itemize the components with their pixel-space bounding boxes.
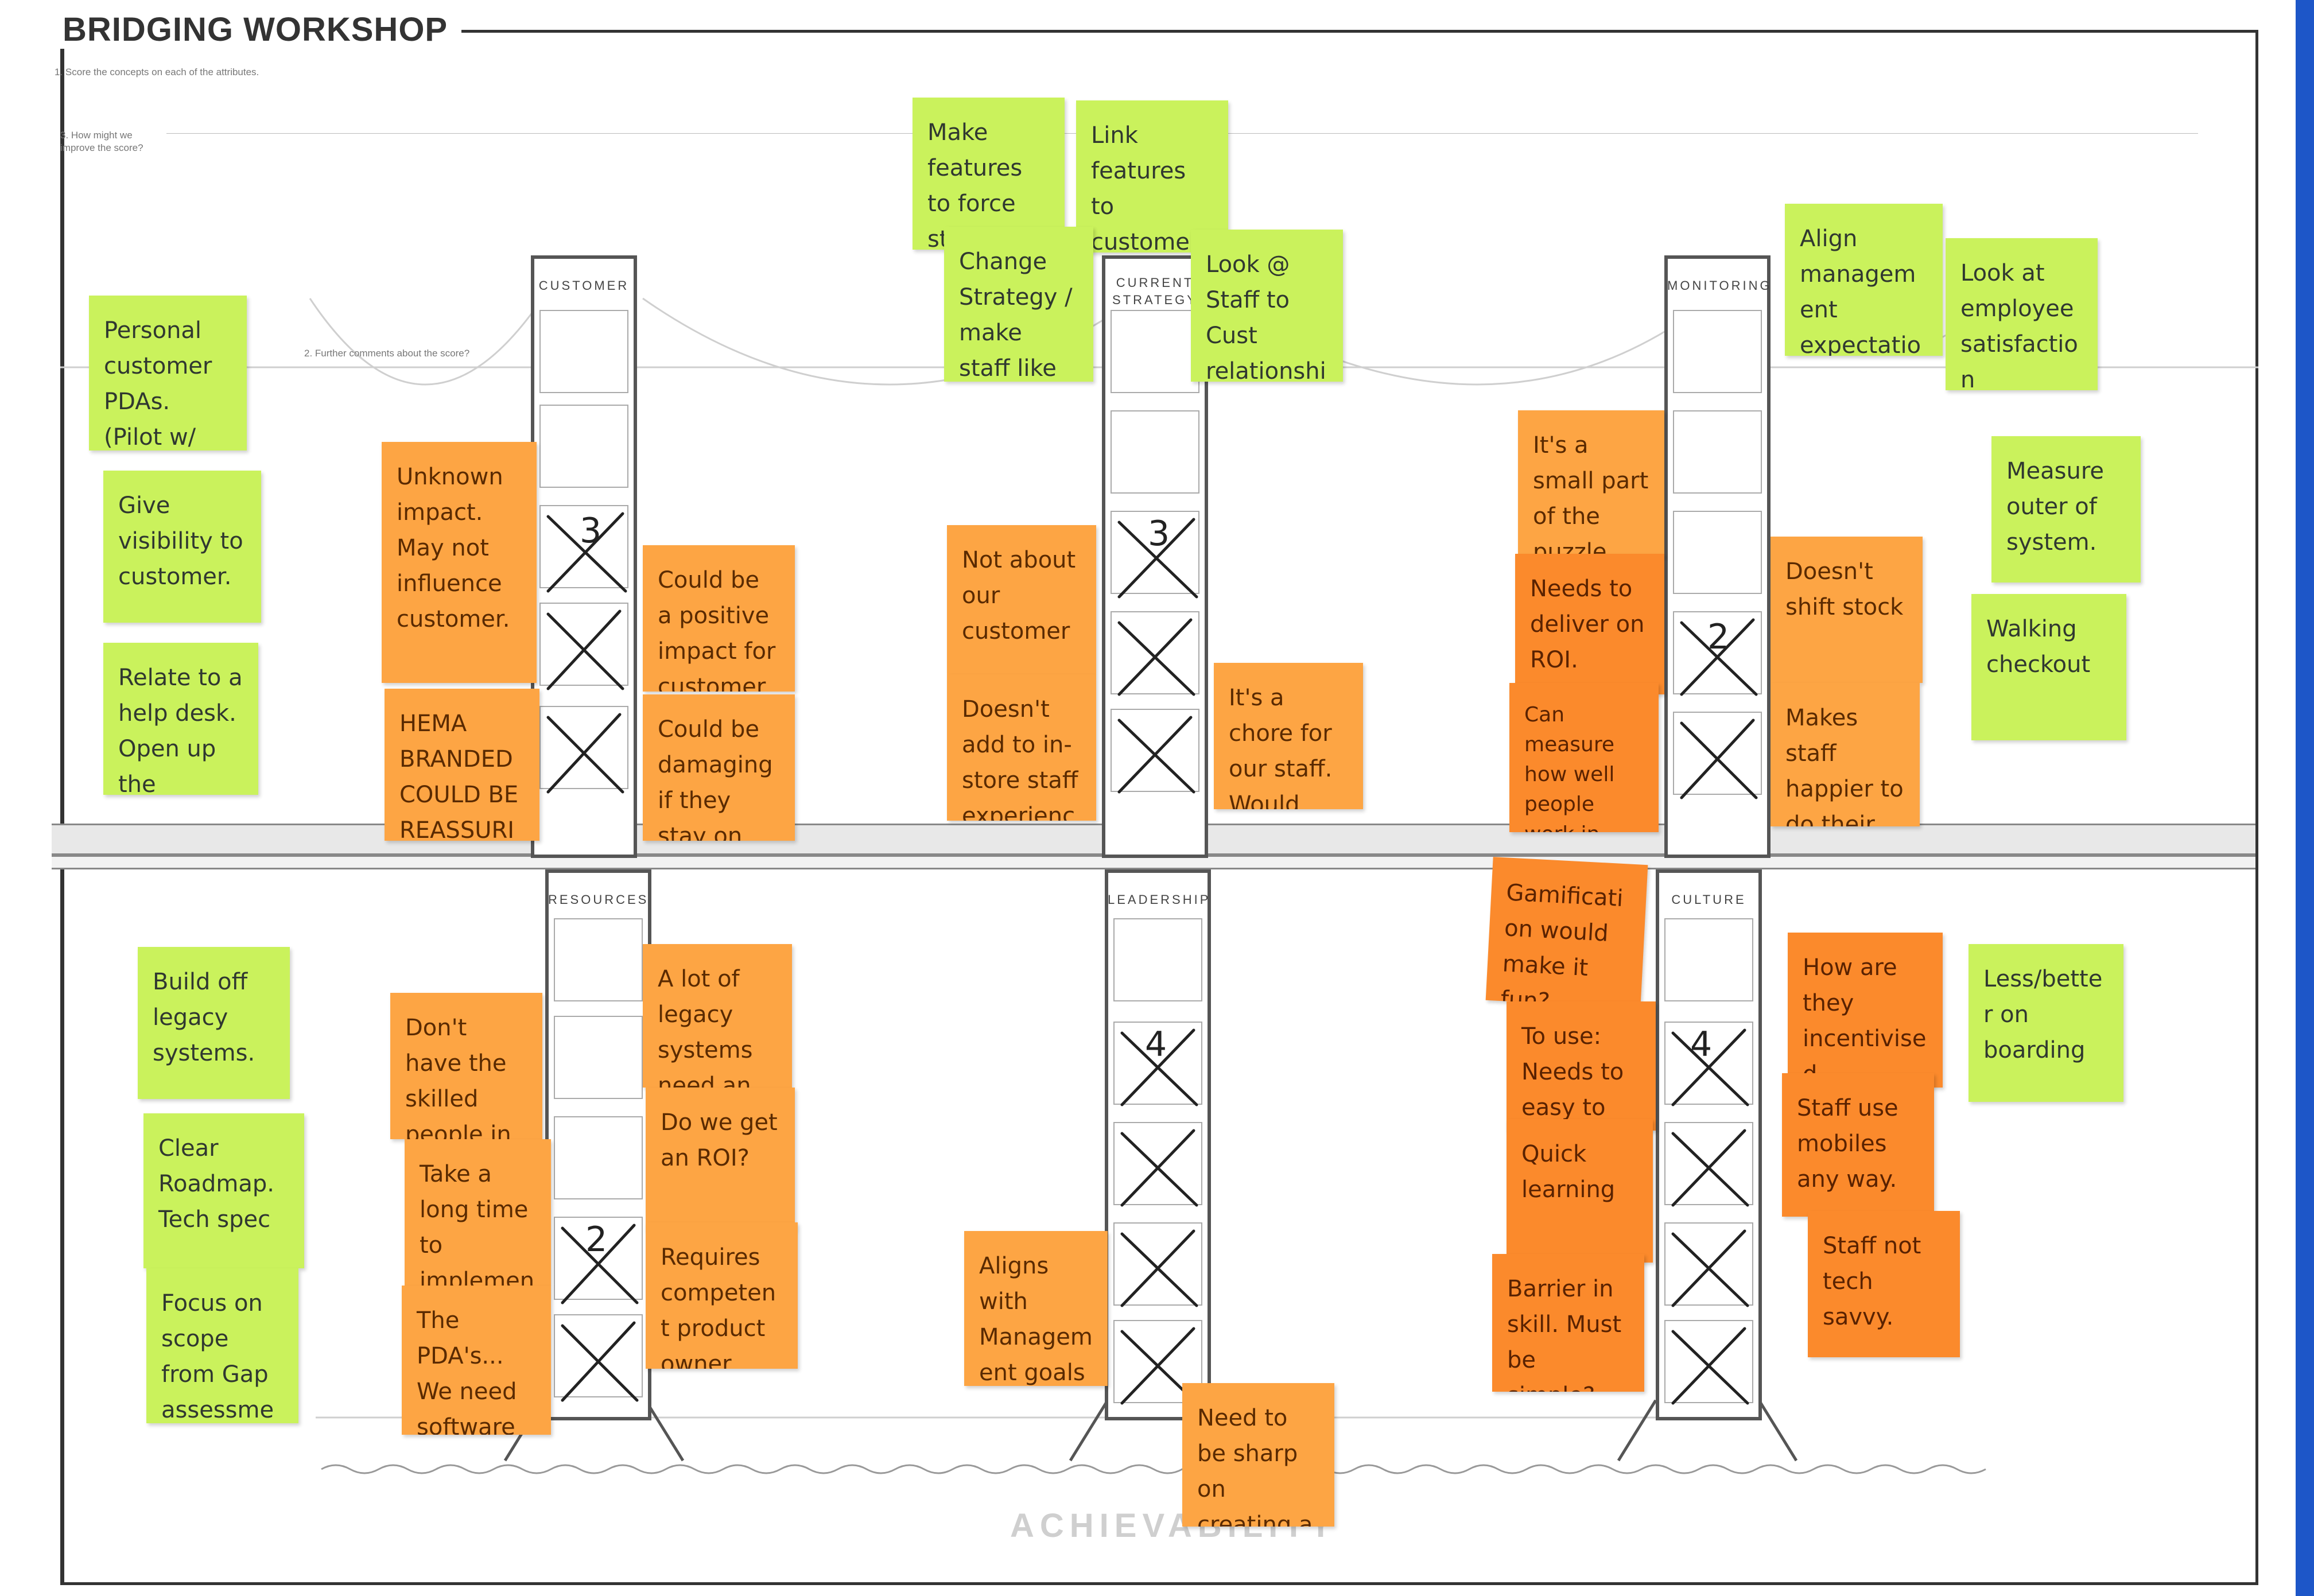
instruction-1: 1. Score the concepts on each of the att… (55, 67, 259, 77)
sticky-note: Do we get an ROI? (646, 1088, 795, 1231)
poster-frame (60, 30, 2258, 1585)
sticky-note: Walking checkout (1971, 594, 2126, 740)
monitoring-slot-4 (1673, 410, 1762, 494)
score-number-customer: 3 (580, 511, 602, 551)
sticky-note: Less/better on boarding (1969, 944, 2123, 1102)
resources-slot-5 (554, 918, 643, 1001)
sticky-note: Build off legacy systems. (138, 947, 290, 1099)
sticky-note: Link features to customer happiness (1076, 100, 1228, 253)
sticky-note: Doesn't add to in-store staff experience… (947, 674, 1096, 821)
sticky-note: HEMA BRANDED COULD BE REASSURING. (385, 689, 539, 841)
sticky-note: Quick learning (1507, 1119, 1653, 1263)
strategy-slot-5 (1111, 310, 1199, 393)
score-number-leadership: 4 (1145, 1024, 1167, 1065)
tower-label-leadership: LEADERSHIP (1108, 892, 1211, 907)
strategy-slot-3 (1111, 511, 1199, 594)
sticky-note: Personal customer PDAs. (Pilot w/ staff) (89, 296, 247, 451)
sticky-note: Unknown impact. May not influence custom… (382, 442, 537, 683)
sticky-note: Focus on scope from Gap assessment. (146, 1268, 298, 1423)
customer-slot-3 (539, 505, 628, 588)
leadership-slot-4 (1113, 1022, 1202, 1105)
sticky-note: Needs to deliver on ROI. (1515, 554, 1664, 694)
sticky-note: Gamification would make it fun? (1485, 857, 1648, 1008)
tower-label-resources: RESOURCES (548, 892, 649, 907)
monitoring-slot-5 (1673, 310, 1762, 393)
sticky-note: The PDA's... We need software (402, 1286, 551, 1435)
sticky-note: Makes staff happier to do their work. (1771, 683, 1920, 826)
sticky-note: Give visibility to customer. (103, 471, 261, 623)
customer-slot-5 (539, 310, 628, 393)
sticky-note: Don't have the skilled people in house t… (390, 993, 542, 1139)
sticky-note: Look @ Staff to Cust relationship (1191, 230, 1343, 382)
sticky-note: Align management expectations to employe… (1785, 204, 1943, 356)
sticky-note: To use: Needs to easy to use. (1507, 1001, 1656, 1131)
sticky-note: Clear Roadmap. Tech spec (143, 1113, 304, 1268)
score-number-monitoring: 2 (1707, 617, 1730, 657)
sticky-note: Change Strategy / make staff like better (944, 227, 1093, 382)
tower-label-current-strategy: CURRENT STRATEGY (1112, 275, 1198, 307)
sticky-note: A lot of legacy systems need an overhaul (643, 944, 792, 1088)
sticky-note: Take a long time to implement. (405, 1139, 551, 1286)
tower-label-culture: CULTURE (1671, 892, 1746, 907)
score-number-culture: 4 (1690, 1024, 1713, 1065)
customer-slot-4 (539, 405, 628, 488)
sticky-note: Look at employee satisfaction (1946, 238, 2098, 390)
workshop-title: BRIDGING WORKSHOP (49, 10, 462, 49)
instruction-2: 2. Further comments about the score? (304, 348, 470, 359)
strategy-slot-4 (1111, 410, 1199, 494)
tower-label-monitoring: MONITORING (1667, 278, 1772, 293)
score-number-resources: 2 (585, 1220, 608, 1260)
sticky-note: Aligns with Management goals (964, 1231, 1108, 1386)
sticky-note: Could be damaging if they stay on PDA. (643, 694, 795, 841)
sticky-note: Need to be sharp on creating a case/Road… (1182, 1383, 1334, 1527)
sticky-note: Could be a positive impact for customer. (643, 545, 795, 692)
sticky-note: Doesn't shift stock (1771, 537, 1923, 683)
sticky-note: Not about our customer (947, 525, 1096, 674)
score-number-strategy: 3 (1148, 514, 1170, 554)
sticky-note: Can measure how well people work in stor… (1509, 683, 1659, 832)
sticky-note: Staff not tech savvy. (1808, 1211, 1960, 1357)
sticky-note: Staff use mobiles any way. (1782, 1073, 1934, 1217)
blue-background-edge (2296, 0, 2314, 1596)
monitoring-slot-3 (1673, 511, 1762, 594)
resources-slot-4 (554, 1016, 643, 1099)
culture-slot-5 (1664, 918, 1753, 1001)
leadership-slot-5 (1113, 918, 1202, 1001)
tower-label-customer: CUSTOMER (538, 278, 630, 293)
sticky-note: Relate to a help desk. Open up the scree… (103, 643, 258, 795)
sticky-note: Requires competent product owner. Needs … (646, 1222, 798, 1369)
sticky-note: It's a chore for our staff. Would make i… (1214, 663, 1363, 809)
instruction-3: 3. How might we improve the score? (60, 130, 143, 153)
sticky-note: Measure outer of system. (1991, 436, 2141, 583)
sticky-note: It's a small part of the puzzle. Needs a… (1518, 410, 1664, 557)
resources-slot-3 (554, 1116, 643, 1199)
sticky-note: Barrier in skill. Must be simple? (1492, 1254, 1644, 1392)
sticky-note: How are they incentivised (1788, 933, 1943, 1088)
